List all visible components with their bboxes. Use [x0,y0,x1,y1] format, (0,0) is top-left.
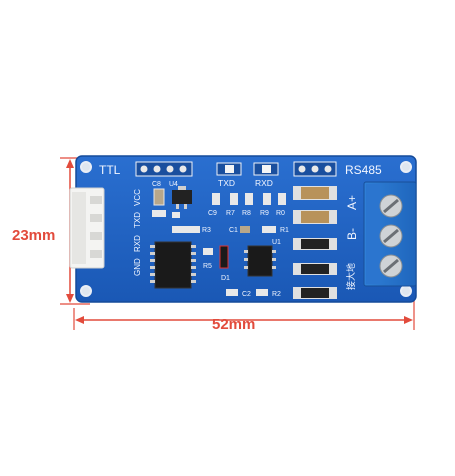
label-c8: C8 [152,181,161,188]
fuse-components [293,186,337,299]
pin-label-rxd: RXD [133,235,142,252]
ground-label: 接大地 [345,263,356,290]
rs485-label: RS485 [345,163,382,177]
label-r9: R9 [260,210,269,217]
txd-label: TXD [218,178,235,188]
chip-large-ic [150,241,196,289]
label-r5: R5 [203,263,212,270]
label-r3: R3 [202,227,211,234]
screw-terminal [363,181,417,287]
pin-label-txd: TXD [133,212,142,228]
a-plus-label: A+ [345,195,359,210]
pin-label-vcc: VCC [133,189,142,206]
label-u1: U1 [272,239,281,246]
mounting-hole [80,161,412,297]
b-minus-label: B- [345,228,359,240]
label-d1: D1 [221,275,230,282]
ttl-label: TTL [99,163,121,177]
diode-d1 [219,245,229,269]
regulator-u4 [172,186,192,209]
width-dimension: 52mm [73,295,415,333]
label-r7: R7 [226,210,235,217]
rxd-label: RXD [255,178,273,188]
label-r0: R0 [276,210,285,217]
ttl-pin-header [135,161,193,177]
chip-u1 [244,245,276,277]
rxd-led [253,162,279,176]
label-r1: R1 [280,227,289,234]
label-r2: R2 [272,291,281,298]
pin-label-gnd: GND [133,258,142,276]
capacitor-c8 [153,188,165,206]
label-r8: R8 [242,210,251,217]
rs485-pin-header [293,161,337,177]
label-c2: C2 [242,291,251,298]
pcb-board: GND RXD TXD VCC TTL TXD RXD [69,155,417,303]
ttl-connector [69,187,105,269]
label-c1: C1 [229,227,238,234]
height-dimension-label: 23mm [12,227,55,244]
label-u4: U4 [169,181,178,188]
width-dimension-label: 52mm [212,316,255,333]
txd-led [216,162,242,176]
label-c9: C9 [208,210,217,217]
